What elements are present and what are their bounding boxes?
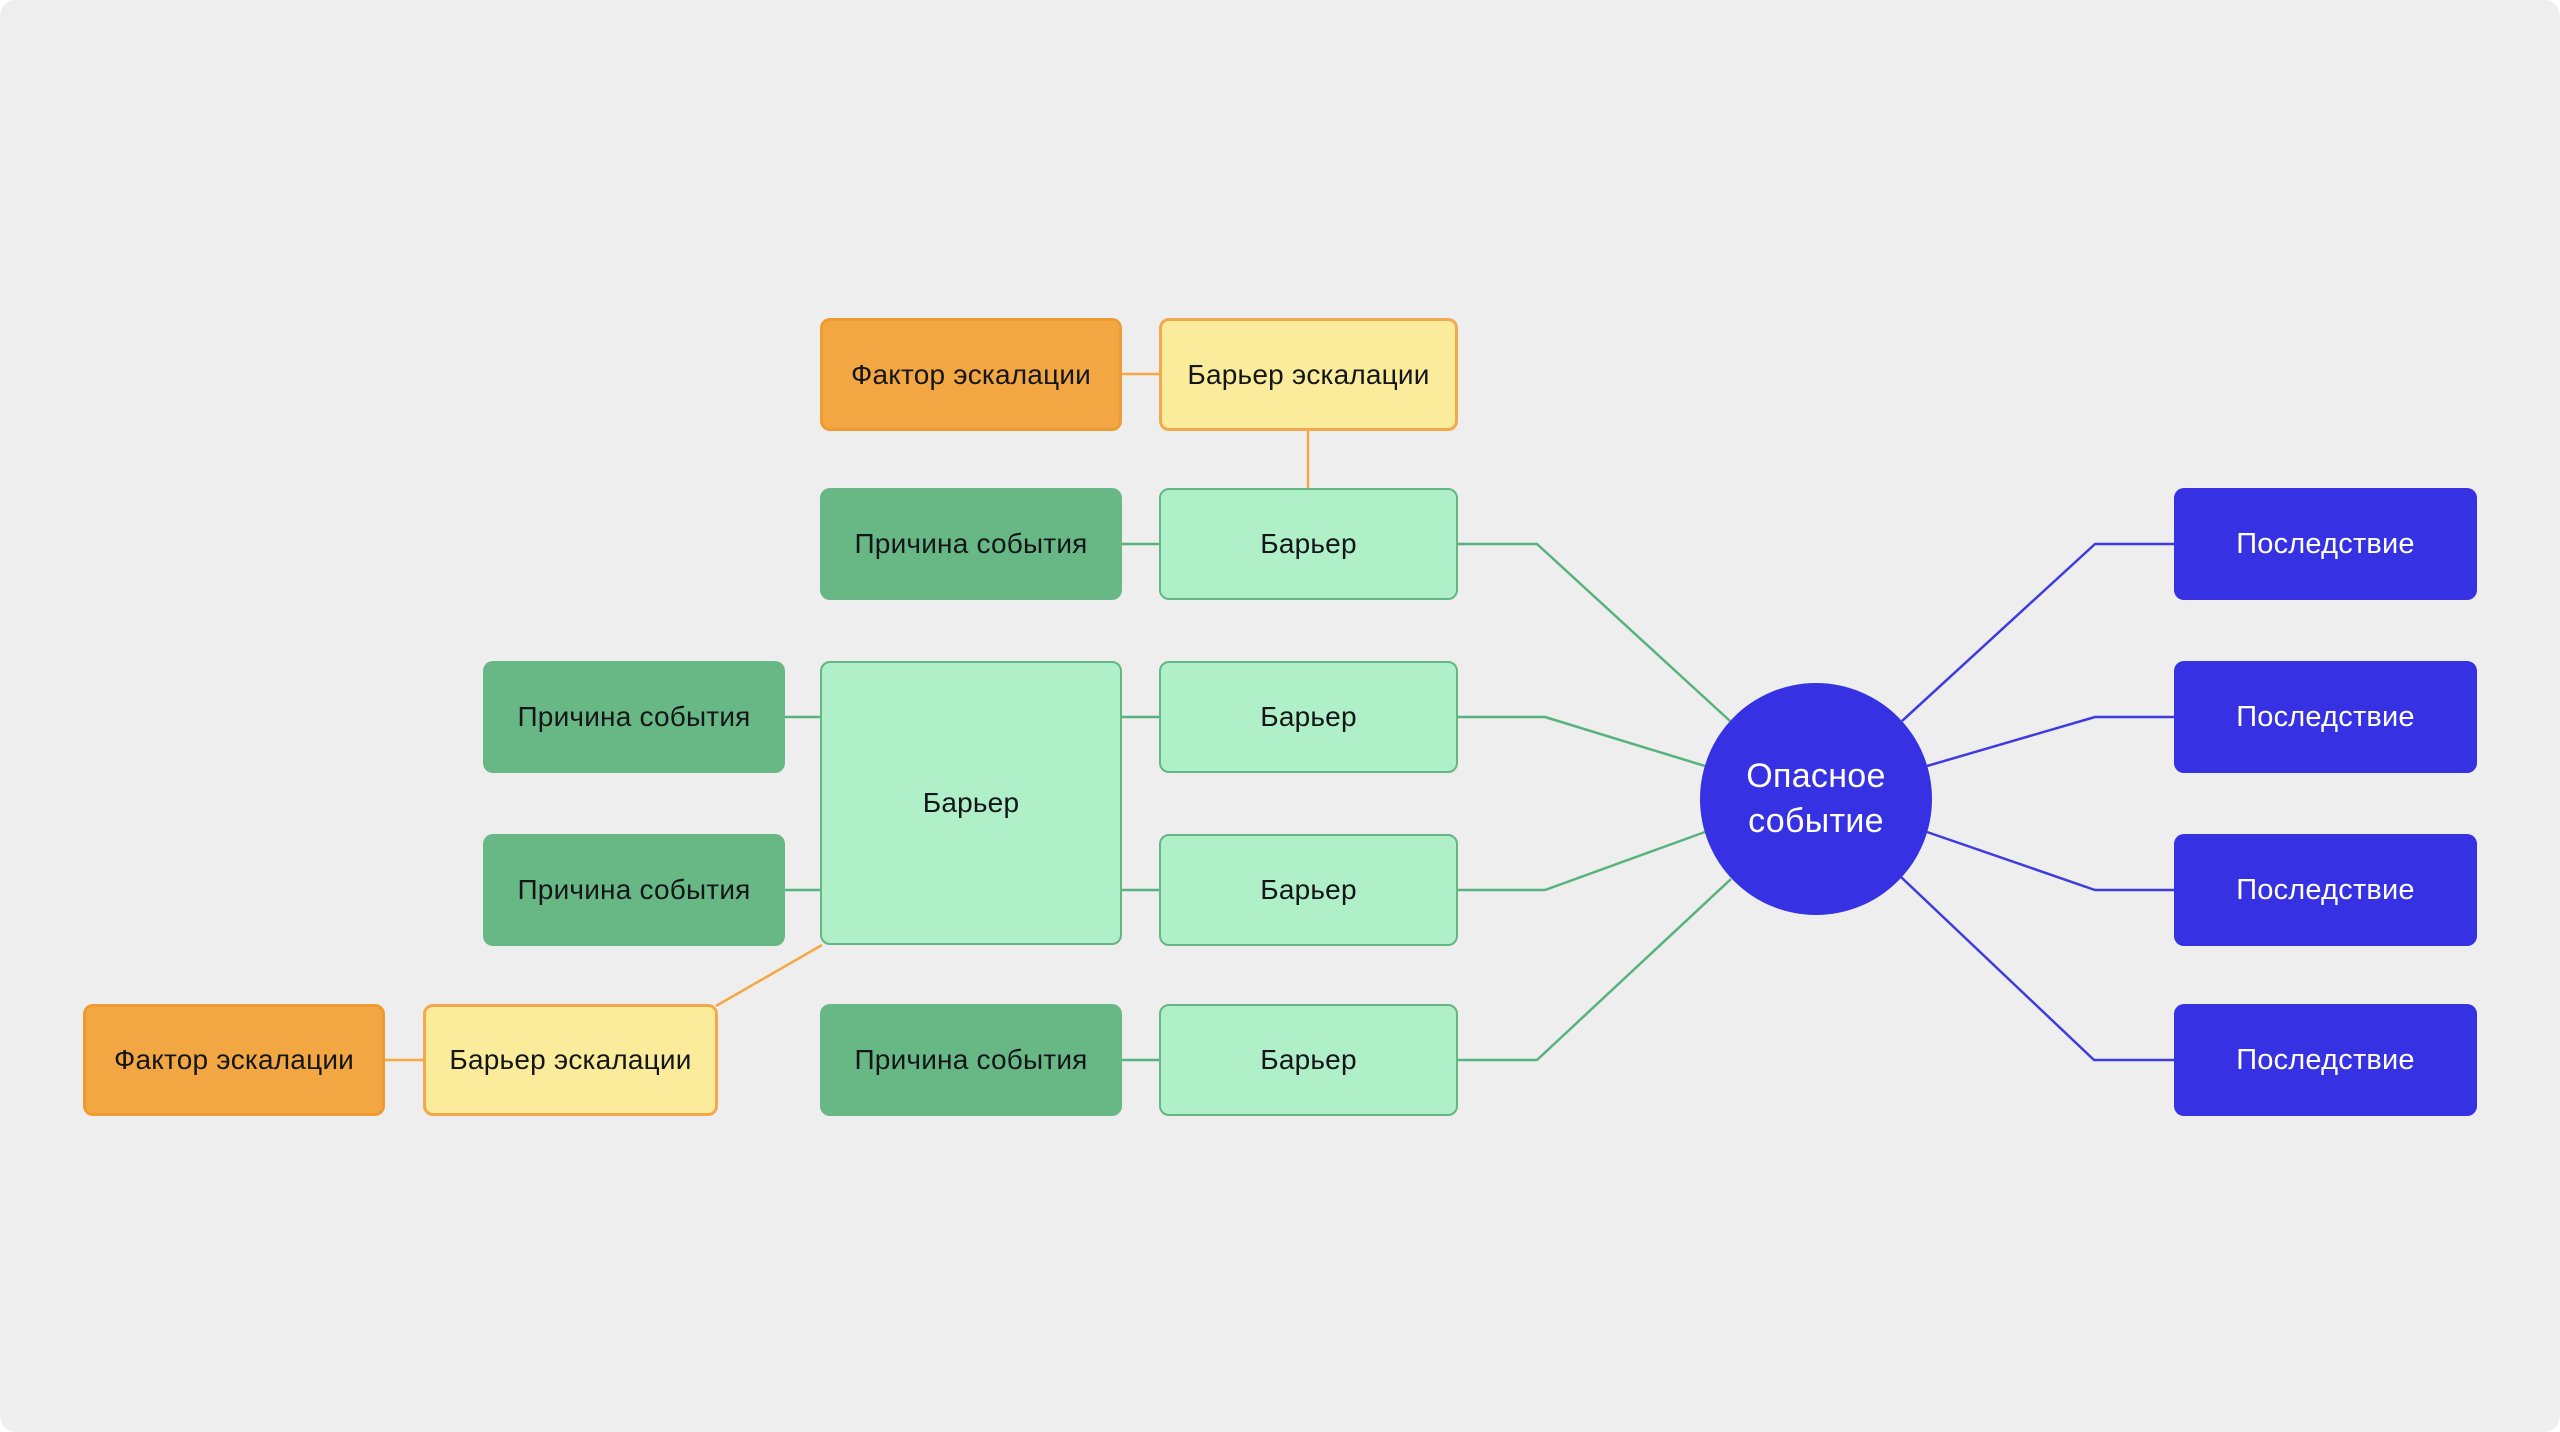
connector-barrier-1-to-hazard xyxy=(1458,542,1731,722)
event-cause-4-label: Причина события xyxy=(854,1044,1088,1076)
escalation-barrier-top-node: Барьер эскалации xyxy=(1159,318,1458,431)
escalation-factor-top-label: Фактор эскалации xyxy=(850,358,1091,390)
escalation-barrier-bottom-label: Барьер эскалации xyxy=(449,1044,692,1076)
connector-hazard-to-consequence-4 xyxy=(1900,876,2174,1062)
consequence-3-label: Последствие xyxy=(2236,873,2415,906)
event-cause-1-node: Причина события xyxy=(820,488,1122,600)
escalation-factor-bottom-node: Фактор эскалации xyxy=(83,1004,385,1116)
escalation-factor-top-node: Фактор эскалации xyxy=(820,318,1122,431)
barrier-1-label: Барьер xyxy=(1260,528,1357,560)
connector-hazard-to-consequence-3 xyxy=(1926,830,2174,892)
barrier-1-node: Барьер xyxy=(1159,488,1458,600)
barrier-main-label: Барьер xyxy=(922,787,1020,819)
consequence-2-node: Последствие xyxy=(2174,661,2477,773)
barrier-4-node: Барьер xyxy=(1159,1004,1458,1116)
event-cause-4-node: Причина события xyxy=(820,1004,1122,1116)
barrier-3-node: Барьер xyxy=(1159,834,1458,946)
event-cause-2-node: Причина события xyxy=(483,661,785,773)
consequence-3-node: Последствие xyxy=(2174,834,2477,946)
barrier-main-node: Барьер xyxy=(820,661,1122,945)
consequence-4-label: Последствие xyxy=(2236,1043,2415,1076)
barrier-2-label: Барьер xyxy=(1260,701,1357,733)
connector-barrier-3-to-hazard xyxy=(1458,830,1706,892)
connector-escalation-barrier-bottom-to-barrier-main xyxy=(715,943,823,1008)
event-cause-1-label: Причина события xyxy=(854,528,1088,560)
barrier-2-node: Барьер xyxy=(1159,661,1458,773)
event-cause-2-label: Причина события xyxy=(517,701,751,733)
connector-hazard-to-consequence-2 xyxy=(1926,715,2174,768)
connector-hazard-to-consequence-1 xyxy=(1901,542,2174,722)
consequence-1-label: Последствие xyxy=(2236,527,2415,560)
escalation-barrier-top-label: Барьер эскалации xyxy=(1187,358,1430,390)
event-cause-3-node: Причина события xyxy=(483,834,785,946)
hazard-event-node: Опасное событие xyxy=(1700,683,1932,915)
barrier-4-label: Барьер xyxy=(1260,1044,1357,1076)
connector-barrier-2-to-hazard xyxy=(1458,715,1706,768)
hazard-event-label-line2: событие xyxy=(1748,802,1884,840)
escalation-factor-bottom-label: Фактор эскалации xyxy=(113,1044,354,1076)
consequence-4-node: Последствие xyxy=(2174,1004,2477,1116)
escalation-barrier-bottom-node: Барьер эскалации xyxy=(423,1004,718,1116)
connector-barrier-4-to-hazard xyxy=(1458,878,1732,1062)
barrier-3-label: Барьер xyxy=(1260,874,1357,906)
event-cause-3-label: Причина события xyxy=(517,874,751,906)
consequence-2-label: Последствие xyxy=(2236,700,2415,733)
consequence-1-node: Последствие xyxy=(2174,488,2477,600)
hazard-event-label-line1: Опасное xyxy=(1746,757,1886,796)
